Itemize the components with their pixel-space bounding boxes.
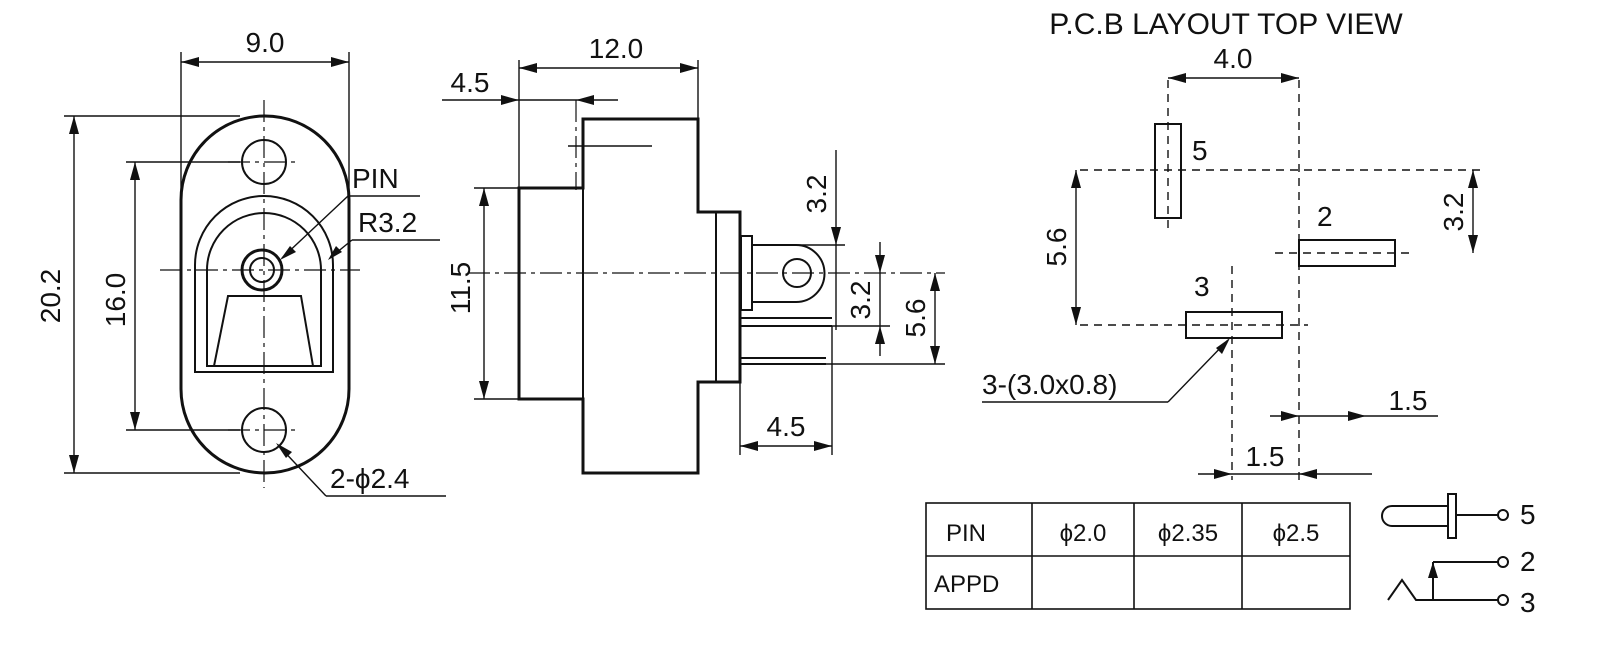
table-header-d25: ϕ2.5 bbox=[1273, 520, 1320, 547]
dim-side-pin-offset-mid: 3.2 bbox=[845, 281, 876, 320]
schematic-terminal-3: 3 bbox=[1520, 587, 1536, 618]
schematic-terminal-2-node bbox=[1497, 556, 1509, 568]
label-pin: PIN bbox=[352, 163, 399, 194]
contact-trapezoid bbox=[212, 295, 315, 367]
table-row-appd-label: APPD bbox=[934, 571, 999, 598]
socket-inner-outline bbox=[206, 212, 322, 367]
pcb-pad-note: 3-(3.0x0.8) bbox=[982, 369, 1117, 400]
front-view: 9.0 20.2 16.0 PIN R3.2 2-ϕ2.4 bbox=[35, 27, 446, 497]
dim-side-flange: 4.5 bbox=[451, 67, 490, 98]
dim-front-width: 9.0 bbox=[246, 27, 285, 58]
dim-front-height: 20.2 bbox=[35, 269, 66, 324]
dim-pcb-offset-right: 3.2 bbox=[1438, 193, 1469, 232]
pin-table: PIN ϕ2.0 ϕ2.35 ϕ2.5 APPD bbox=[925, 502, 1351, 610]
dim-side-pin-offset-top: 3.2 bbox=[801, 175, 832, 214]
schematic-terminal-5-node bbox=[1497, 509, 1509, 521]
side-pin-tab bbox=[751, 244, 826, 303]
dim-pcb-spacing-x: 4.0 bbox=[1214, 43, 1253, 74]
schematic-terminal-3-node bbox=[1497, 594, 1509, 606]
dim-pcb-offset-15-a: 1.5 bbox=[1389, 385, 1428, 416]
pcb-title: P.C.B LAYOUT TOP VIEW bbox=[1049, 8, 1403, 41]
dim-hole-pitch: 16.0 bbox=[100, 273, 131, 328]
pcb-pin-2-label: 2 bbox=[1317, 201, 1333, 232]
pcb-pin-3-label: 3 bbox=[1194, 271, 1210, 302]
dim-side-pin-length: 4.5 bbox=[767, 411, 806, 442]
dim-pcb-spacing-y: 5.6 bbox=[1041, 228, 1072, 267]
dim-pcb-offset-15-b: 1.5 bbox=[1246, 441, 1285, 472]
dim-side-body-height: 11.5 bbox=[445, 262, 476, 314]
side-view: 12.0 4.5 11.5 3.2 3.2 5.6 bbox=[442, 33, 945, 475]
pcb-pin-5-label: 5 bbox=[1192, 135, 1208, 166]
dim-side-length: 12.0 bbox=[589, 33, 644, 64]
side-body-outline bbox=[517, 117, 742, 475]
front-body-outline bbox=[179, 114, 351, 475]
dim-side-pin-span: 5.6 bbox=[900, 299, 931, 338]
pcb-layout: P.C.B LAYOUT TOP VIEW 4.0 5.6 3.2 5 2 3 bbox=[982, 8, 1480, 480]
table-header-pin: PIN bbox=[946, 520, 986, 547]
table-header-d235: ϕ2.35 bbox=[1158, 520, 1218, 547]
schematic-terminal-5: 5 bbox=[1520, 499, 1536, 530]
schematic-symbol: 5 2 3 bbox=[1381, 493, 1536, 618]
schematic-terminal-2: 2 bbox=[1520, 546, 1536, 577]
table-header-d20: ϕ2.0 bbox=[1060, 520, 1107, 547]
label-holes: 2-ϕ2.4 bbox=[330, 463, 410, 494]
socket-outer-outline bbox=[194, 195, 334, 373]
schematic-plug bbox=[1381, 505, 1448, 527]
label-radius: R3.2 bbox=[358, 207, 417, 238]
